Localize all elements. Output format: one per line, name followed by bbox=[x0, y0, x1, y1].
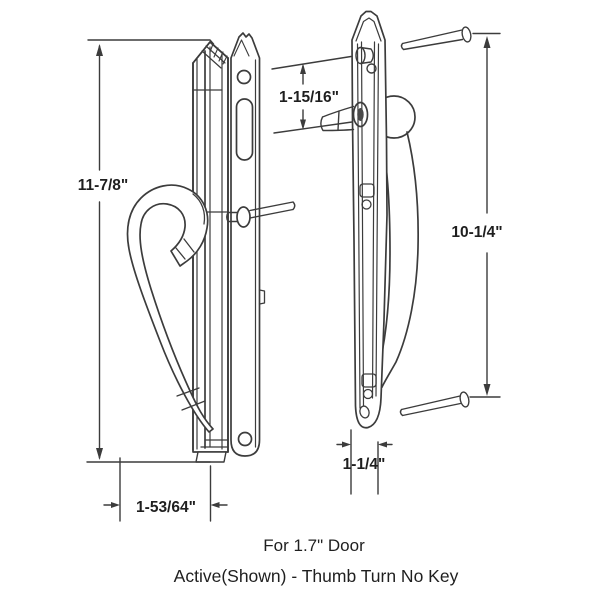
dimension-lines bbox=[86, 32, 501, 522]
dim-top-to-spindle-label: 1-15/16" bbox=[279, 89, 339, 106]
caption-configuration: Active(Shown) - Thumb Turn No Key bbox=[173, 566, 459, 586]
dim-screw-spacing-label: 10-1/4" bbox=[451, 224, 503, 241]
dim-plate-width-label: 1-1/4" bbox=[342, 456, 386, 473]
spindle-rod-right bbox=[320, 105, 355, 132]
mounting-screw-top bbox=[400, 26, 472, 51]
handle-side-view bbox=[192, 41, 229, 463]
caption-door-size: For 1.7" Door bbox=[263, 536, 365, 555]
thumbturn-slot bbox=[235, 98, 254, 161]
mounting-screw-bottom bbox=[399, 391, 470, 417]
active-handle-view bbox=[320, 10, 419, 429]
spindle-boss bbox=[352, 101, 369, 128]
spindle-rod bbox=[249, 201, 296, 219]
dim-overall-height-label: 11-7/8" bbox=[77, 177, 129, 194]
spindle-hub bbox=[236, 206, 251, 228]
dim-handle-projection-label: 1-53/64" bbox=[136, 499, 196, 516]
screw-hole-top bbox=[236, 69, 252, 85]
hook-grip bbox=[126, 184, 214, 433]
screw-hole-bottom bbox=[237, 431, 253, 447]
thumb-turn bbox=[355, 46, 377, 74]
escutcheon-front-view bbox=[226, 32, 296, 457]
